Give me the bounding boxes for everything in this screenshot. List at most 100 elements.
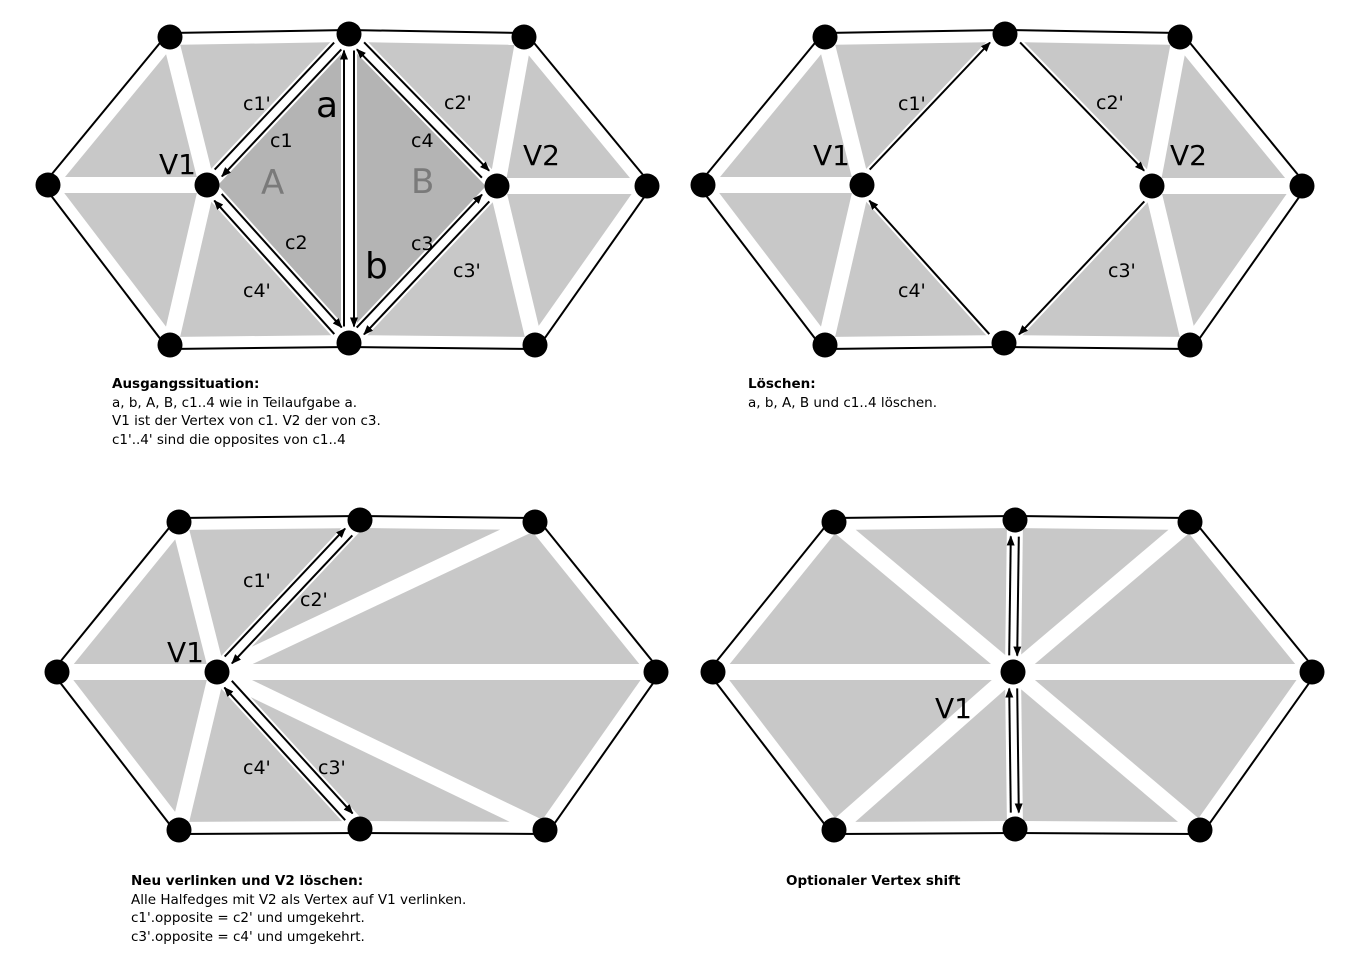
caption-line: c1'..4' sind die opposites von c1..4 bbox=[112, 431, 346, 448]
boundary-edge bbox=[53, 673, 177, 834]
halfedge-arrow bbox=[213, 199, 336, 335]
boundary-edge bbox=[1005, 29, 1181, 34]
boundary-edge bbox=[547, 673, 661, 833]
halfedge-arrow bbox=[1005, 687, 1014, 813]
boundary-edge bbox=[44, 186, 168, 349]
halfedge-arrow bbox=[1013, 536, 1022, 657]
boundary-edges bbox=[709, 515, 1317, 835]
boundary-edge bbox=[44, 33, 168, 184]
mesh-face bbox=[1024, 42, 1171, 170]
mesh-face bbox=[506, 55, 630, 178]
vertex-v2 bbox=[484, 173, 510, 199]
mesh-face bbox=[1021, 528, 1169, 655]
halfedge-arrow bbox=[1014, 688, 1023, 814]
vertex-t bbox=[347, 507, 373, 533]
mesh-face bbox=[835, 42, 987, 169]
mesh-face bbox=[252, 531, 640, 664]
vertex-v2 bbox=[1139, 173, 1165, 199]
diagram-label: a bbox=[316, 85, 338, 126]
halfedge-arrow bbox=[868, 41, 991, 171]
panel-p4: V1 bbox=[700, 507, 1325, 843]
vertices bbox=[44, 507, 669, 843]
vertices bbox=[690, 21, 1315, 358]
mesh-face bbox=[1034, 533, 1296, 664]
halfedge-arrow bbox=[1006, 535, 1015, 656]
boundary-edge bbox=[1202, 673, 1317, 833]
faces bbox=[719, 42, 1287, 337]
boundary-edges bbox=[53, 515, 661, 835]
diagram-label: c1' bbox=[243, 93, 271, 115]
mesh-face bbox=[1161, 55, 1286, 178]
diagram-label: V2 bbox=[523, 139, 560, 172]
boundary-edge bbox=[824, 346, 1005, 350]
boundary-edge bbox=[349, 29, 525, 34]
boundary-edge bbox=[709, 673, 832, 834]
caption-line: V1 ist der Vertex von c1. V2 der von c3. bbox=[112, 413, 381, 429]
vertex-v1 bbox=[204, 659, 230, 685]
mesh-face bbox=[1022, 202, 1180, 337]
vertex-b bbox=[1002, 816, 1028, 842]
boundary-edge bbox=[178, 832, 361, 835]
diagram-label: V1 bbox=[167, 636, 204, 669]
mesh-face bbox=[835, 201, 987, 337]
halfedge-arrow bbox=[868, 199, 991, 335]
boundary-edge bbox=[833, 832, 1016, 835]
vertex-bl bbox=[812, 332, 838, 358]
caption-title: Optionaler Vertex shift bbox=[786, 873, 961, 889]
boundary-edge bbox=[169, 29, 349, 34]
mesh-face bbox=[252, 680, 641, 820]
boundary-edge bbox=[1014, 832, 1201, 835]
diagram-label: c3' bbox=[1108, 260, 1136, 282]
caption-title: Neu verlinken und V2 löschen: bbox=[131, 873, 364, 889]
diagram-label: c3' bbox=[318, 757, 346, 779]
vertex-t bbox=[1002, 507, 1028, 533]
boundary-edge bbox=[359, 832, 546, 835]
caption-line: Alle Halfedges mit V2 als Vertex auf V1 … bbox=[131, 891, 467, 908]
vertex-v1 bbox=[849, 172, 875, 198]
vertex-t bbox=[336, 21, 362, 47]
mesh-face bbox=[357, 53, 486, 323]
vertex-b bbox=[347, 816, 373, 842]
caption-title: Löschen: bbox=[748, 376, 816, 392]
labels: V1 bbox=[935, 692, 972, 725]
diagram-label: c2' bbox=[444, 92, 472, 114]
vertex-bl bbox=[166, 817, 192, 843]
diagram-label: V1 bbox=[935, 692, 972, 725]
vertex-bl bbox=[821, 817, 847, 843]
vertex-b bbox=[991, 330, 1017, 356]
boundary-edge bbox=[537, 518, 660, 671]
vertex-br bbox=[1177, 332, 1203, 358]
boundary-edge bbox=[699, 186, 823, 349]
mesh-face bbox=[1162, 194, 1287, 326]
faces bbox=[729, 528, 1297, 822]
diagram-label: V2 bbox=[1170, 139, 1207, 172]
faces bbox=[73, 528, 641, 822]
halfedge-arrow bbox=[1019, 41, 1145, 172]
halfedge-arrow bbox=[213, 41, 335, 171]
vertex-tr bbox=[511, 24, 537, 50]
mesh-face bbox=[729, 533, 991, 664]
boundary-edge bbox=[833, 515, 1016, 519]
diagram-label: c4 bbox=[411, 130, 434, 152]
halfedge-arrow bbox=[220, 193, 343, 329]
boundary-edges bbox=[44, 29, 652, 350]
boundary-edge bbox=[359, 515, 536, 519]
halfedge-arrow bbox=[231, 534, 354, 665]
boundary-edge bbox=[348, 346, 536, 350]
vertex-tr bbox=[1167, 24, 1193, 50]
diagram-label: c1 bbox=[270, 130, 293, 152]
faces bbox=[64, 42, 632, 337]
mesh-face bbox=[65, 54, 197, 177]
caption-line: a, b, A, B, c1..4 wie in Teilaufgabe a. bbox=[112, 394, 358, 411]
vertex-l bbox=[690, 172, 716, 198]
vertex-tl bbox=[157, 24, 183, 50]
mesh-face bbox=[217, 54, 341, 323]
halfedges bbox=[868, 41, 1146, 336]
vertex-b bbox=[336, 330, 362, 356]
halfedge-arrow bbox=[221, 48, 343, 178]
vertex-r bbox=[1289, 173, 1315, 199]
